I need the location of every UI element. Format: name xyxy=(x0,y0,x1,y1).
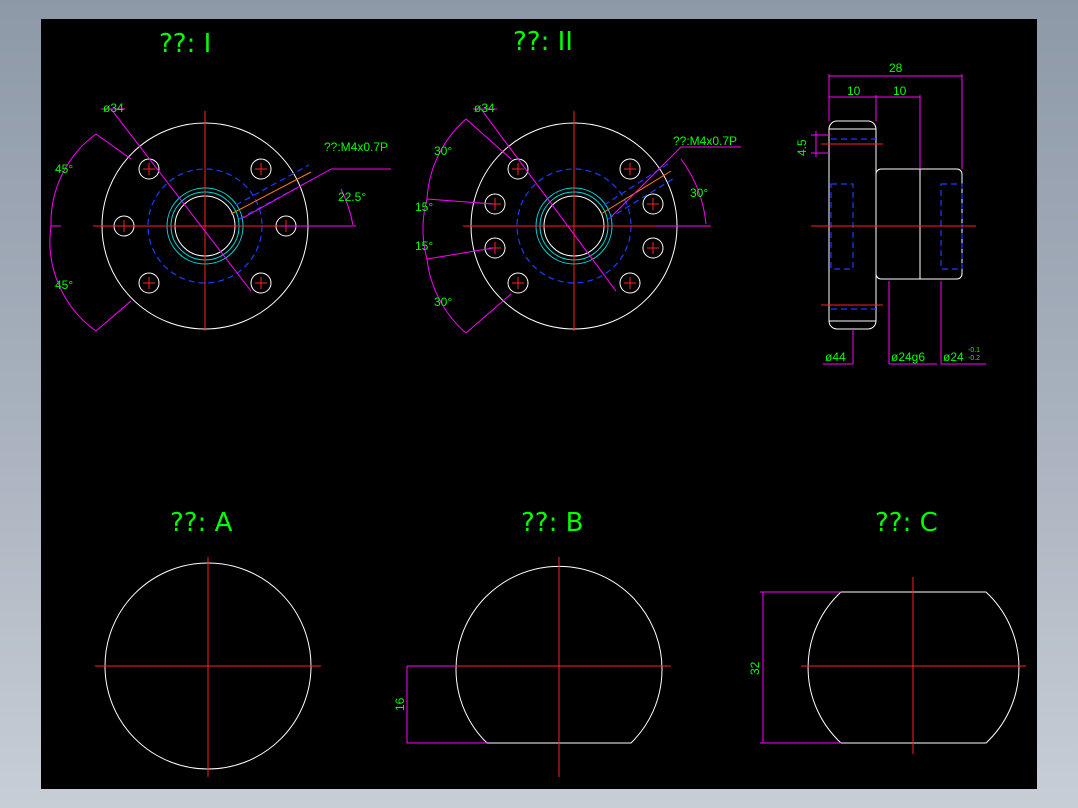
dim-angle-45-bottom: 45° xyxy=(55,278,73,292)
view-c-title: ??: C xyxy=(875,508,938,538)
dim-dia44: ø44 xyxy=(825,350,846,364)
dimension-lines xyxy=(422,108,741,334)
dim-dia34: ø34 xyxy=(103,101,124,115)
dim-angle-30-right: 30° xyxy=(690,186,708,200)
dim-tol-lower: -0.2 xyxy=(968,355,980,362)
centerlines xyxy=(93,111,317,331)
dim-32: 32 xyxy=(748,661,762,675)
cad-drawing-canvas[interactable]: ??: I xyxy=(41,19,1037,789)
dim-dia24: ø24 xyxy=(943,350,964,364)
dim-angle-30-top: 30° xyxy=(434,144,452,158)
body-section xyxy=(875,168,963,280)
view-a-title: ??: A xyxy=(170,508,233,538)
side-view: 28 10 10 4.5 ø44 ø24g6 ø24 -0.1 -0.2 xyxy=(795,61,986,365)
centerlines xyxy=(463,111,686,331)
dim-tol-upper: -0.1 xyxy=(968,347,980,354)
dim-length-10a: 10 xyxy=(847,84,861,98)
drawing-sheet: ??: I xyxy=(49,27,1026,777)
view-b: ??: B 16 xyxy=(393,508,671,777)
dim-length-10b: 10 xyxy=(893,84,907,98)
bolt-holes xyxy=(484,158,664,294)
section-c-outline xyxy=(807,591,1020,744)
view-b-title: ??: B xyxy=(521,508,583,538)
view-1-title: ??: I xyxy=(159,29,211,59)
view-c: ??: C 32 xyxy=(748,508,1026,754)
dim-angle-45-top: 45° xyxy=(55,162,73,176)
dim-angle-15-bottom: 15° xyxy=(415,239,433,253)
dim-16: 16 xyxy=(393,697,407,711)
dimension-lines xyxy=(811,74,986,365)
section-b-outline xyxy=(455,565,663,744)
dim-length-28: 28 xyxy=(889,61,903,75)
dim-angle-15-top: 15° xyxy=(415,200,433,214)
dim-dia34: ø34 xyxy=(474,101,495,115)
dim-thread: ??:M4x0.7P xyxy=(324,140,388,154)
dim-angle-30-bottom: 30° xyxy=(434,295,452,309)
dim-thread: ??:M4x0.7P xyxy=(673,134,737,148)
view-2-title: ??: II xyxy=(513,27,573,57)
dim-dia24g6: ø24g6 xyxy=(891,350,925,364)
view-2: ??: II xyxy=(415,27,741,334)
thread-hole-edge xyxy=(607,178,674,220)
view-a: ??: A xyxy=(95,508,321,777)
dimension-lines xyxy=(49,108,391,332)
dim-4-5: 4.5 xyxy=(795,139,809,156)
view-1: ??: I xyxy=(49,29,391,332)
thread-hole-edge xyxy=(235,164,310,206)
dim-angle-22-5: 22.5° xyxy=(338,190,366,204)
thread-hole-axis xyxy=(230,171,312,215)
